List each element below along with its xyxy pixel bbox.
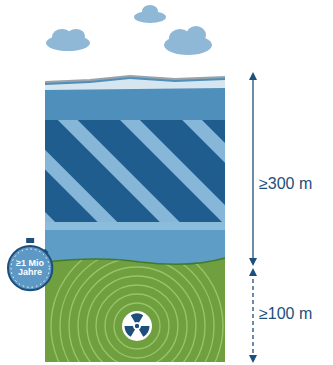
stopwatch-ticks: [11, 249, 49, 287]
striped-rock-layer: [45, 120, 225, 224]
surface-band: [45, 76, 225, 122]
ring: [69, 258, 205, 365]
stopwatch-badge: ≥1 Mio Jahre: [7, 245, 53, 291]
ring: [60, 249, 214, 365]
ring: [114, 303, 160, 349]
ring: [105, 294, 169, 358]
dimension-label: ≥100 m: [259, 305, 312, 323]
host-rock-highlight: [45, 222, 225, 230]
dimension-100: [249, 268, 257, 363]
ring: [87, 276, 187, 365]
trefoil-blade: [131, 314, 144, 323]
radioactive-symbol: [122, 311, 152, 341]
dimension-300: [249, 72, 257, 266]
surface-highlight: [45, 79, 225, 90]
ring: [96, 285, 178, 365]
stopwatch-face: [8, 246, 52, 290]
host-rock-band: [45, 222, 225, 264]
trefoil-blade: [125, 326, 136, 337]
clouds: [46, 5, 212, 55]
duration-text: ≥1 Mio Jahre: [13, 259, 46, 278]
dimension-label: ≥300 m: [259, 175, 312, 193]
trefoil-blade: [139, 326, 150, 337]
stopwatch-crown: [26, 238, 34, 243]
layer-boundary: [45, 258, 225, 264]
ring: [78, 267, 196, 365]
